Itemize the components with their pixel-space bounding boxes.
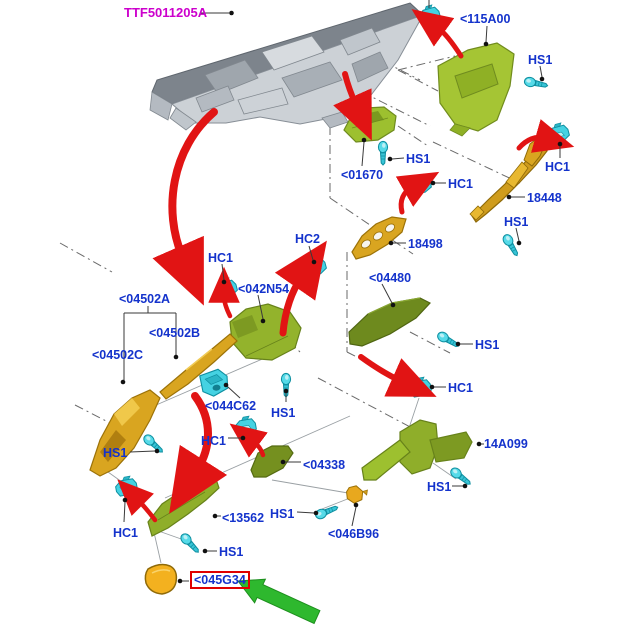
part-18498[interactable] (351, 216, 407, 260)
screw-hs1-04338[interactable] (313, 502, 340, 521)
fastener-label-hc1-right-upper[interactable]: HC1 (545, 160, 571, 174)
part-04480[interactable] (348, 297, 431, 347)
part-label-04502a[interactable]: <04502A (119, 292, 171, 306)
screw-hs1-top-right[interactable] (523, 75, 550, 91)
part-label-14a099[interactable]: 14A099 (484, 437, 528, 451)
part-115a00[interactable] (437, 42, 515, 137)
part-label-18498[interactable]: 18498 (408, 237, 443, 251)
red-assembly-arrows (117, 9, 575, 523)
part-045g34-grommet[interactable] (144, 563, 178, 595)
part-label-04480[interactable]: <04480 (369, 271, 412, 285)
fastener-label-hs1-04480[interactable]: HS1 (475, 338, 500, 352)
part-label-115a00[interactable]: <115A00 (460, 12, 511, 26)
part-042n54[interactable] (229, 303, 302, 361)
clip-hc1-right-upper[interactable] (544, 121, 571, 145)
part-label-13562[interactable]: <13562 (222, 511, 265, 525)
leader-lines (120, 0, 563, 584)
clip-hc1-mid[interactable] (407, 172, 433, 196)
part-label-042n54[interactable]: <042N54 (238, 282, 290, 296)
fastener-label-hs1-14a099[interactable]: HS1 (427, 480, 452, 494)
fastener-label-hs1-044c62[interactable]: HS1 (271, 406, 296, 420)
screw-hs1-04502[interactable] (141, 432, 166, 456)
part-label-01670[interactable]: <01670 (341, 168, 384, 182)
fastener-label-hc1-14a099[interactable]: HC1 (448, 381, 474, 395)
fastener-label-hc1-042n54[interactable]: HC1 (208, 251, 234, 265)
part-044c62-clip[interactable] (199, 368, 229, 398)
fastener-label-hs1-13562[interactable]: HS1 (219, 545, 244, 559)
part-label-04502b[interactable]: <04502B (149, 326, 201, 340)
part-label-04338[interactable]: <04338 (303, 458, 346, 472)
clip-hc2[interactable] (301, 254, 328, 278)
screw-hs1-13562[interactable] (178, 531, 203, 556)
part-18448[interactable] (469, 135, 548, 223)
part-04502c[interactable] (89, 389, 161, 477)
drawing-number-label[interactable]: TTF5011205A (124, 5, 208, 20)
part-label-045g34-highlighted[interactable]: <045G34 (190, 571, 250, 589)
fastener-label-hs1-04502[interactable]: HS1 (103, 446, 128, 460)
fastener-label-hs1-18448[interactable]: HS1 (504, 215, 529, 229)
part-046b96-clip[interactable] (344, 483, 369, 506)
clip-hc1-14a099[interactable] (407, 375, 433, 399)
part-label-18448[interactable]: 18448 (527, 191, 562, 205)
part-04502b[interactable] (159, 333, 238, 400)
fastener-label-hc1-mid[interactable]: HC1 (448, 177, 474, 191)
fastener-label-hc1-bottom-left[interactable]: HC1 (113, 526, 139, 540)
fastener-label-hs1-top-right[interactable]: HS1 (528, 53, 553, 67)
part-label-04502c[interactable]: <04502C (92, 348, 144, 362)
fastener-label-hs1-01670[interactable]: HS1 (406, 152, 431, 166)
part-14a099[interactable] (361, 419, 473, 481)
fastener-label-hc1-13562[interactable]: HC1 (201, 434, 227, 448)
part-label-046b96[interactable]: <046B96 (328, 527, 380, 541)
part-13562[interactable] (147, 471, 220, 537)
part-label-044c62[interactable]: <044C62 (205, 399, 257, 413)
fastener-label-hc2[interactable]: HC2 (295, 232, 321, 246)
fastener-label-hs1-04338[interactable]: HS1 (270, 507, 295, 521)
screw-hs1-01670[interactable] (377, 140, 389, 166)
clip-hc1-13562[interactable] (232, 414, 258, 438)
green-highlight-arrow (237, 578, 321, 625)
part-01670[interactable] (343, 106, 397, 143)
